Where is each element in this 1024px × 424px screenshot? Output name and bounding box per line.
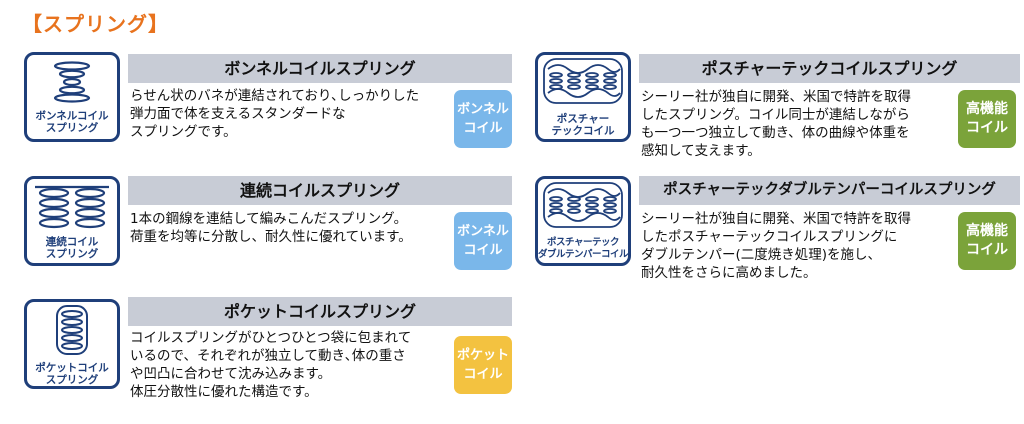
card-description: コイルスプリングがひとつひとつ袋に包まれて いるので、それぞれが独立して動き､体… xyxy=(130,330,412,400)
pocket-coil-icon: ポケットコイルスプリング xyxy=(24,299,120,389)
card-description: 1本の鋼線を連結して編みこんだスプリング。 荷重を均等に分散し、耐久性に優れてい… xyxy=(130,211,412,245)
type-badge: ポケットコイル xyxy=(454,336,512,394)
continuous-coil-icon: 連続コイルスプリング xyxy=(24,176,120,266)
icon-label: ポスチャーテックダブルテンパーコイル xyxy=(538,237,629,260)
posturetech-coil-icon: ポスチャーテックコイル xyxy=(535,52,631,142)
card-title: ポケットコイルスプリング xyxy=(128,297,512,326)
card-title: ポスチャーテックダブルテンパーコイルスプリング xyxy=(639,176,1020,205)
card-title: ボンネルコイルスプリング xyxy=(128,54,512,83)
type-badge: 高機能コイル xyxy=(958,212,1016,270)
card-description: シーリー社が独自に開発、米国で特許を取得 したスプリング。コイル同士が連結しなが… xyxy=(641,89,911,159)
type-badge: ボンネルコイル xyxy=(454,212,512,270)
card-description: らせん状のバネが連結されており､しっかりした 弾力面で体を支えるスタンダードな … xyxy=(130,88,420,140)
bonnell-coil-icon: ボンネルコイルスプリング xyxy=(24,52,120,142)
type-badge: 高機能コイル xyxy=(958,90,1016,148)
type-badge: ボンネルコイル xyxy=(454,90,512,148)
icon-label: ポスチャーテックコイル xyxy=(551,113,615,137)
card-description: シーリー社が独自に開発、米国で特許を取得 したポスチャーテックコイルスプリングに… xyxy=(641,211,911,281)
card-title: 連続コイルスプリング xyxy=(128,176,512,205)
icon-label: ボンネルコイルスプリング xyxy=(35,110,109,134)
section-title: 【スプリング】 xyxy=(22,12,169,36)
icon-label: ポケットコイルスプリング xyxy=(35,362,109,386)
posturetech-double-temper-coil-icon: ポスチャーテックダブルテンパーコイル xyxy=(535,176,631,266)
icon-label: 連続コイルスプリング xyxy=(45,236,99,260)
card-title: ポスチャーテックコイルスプリング xyxy=(639,54,1020,83)
